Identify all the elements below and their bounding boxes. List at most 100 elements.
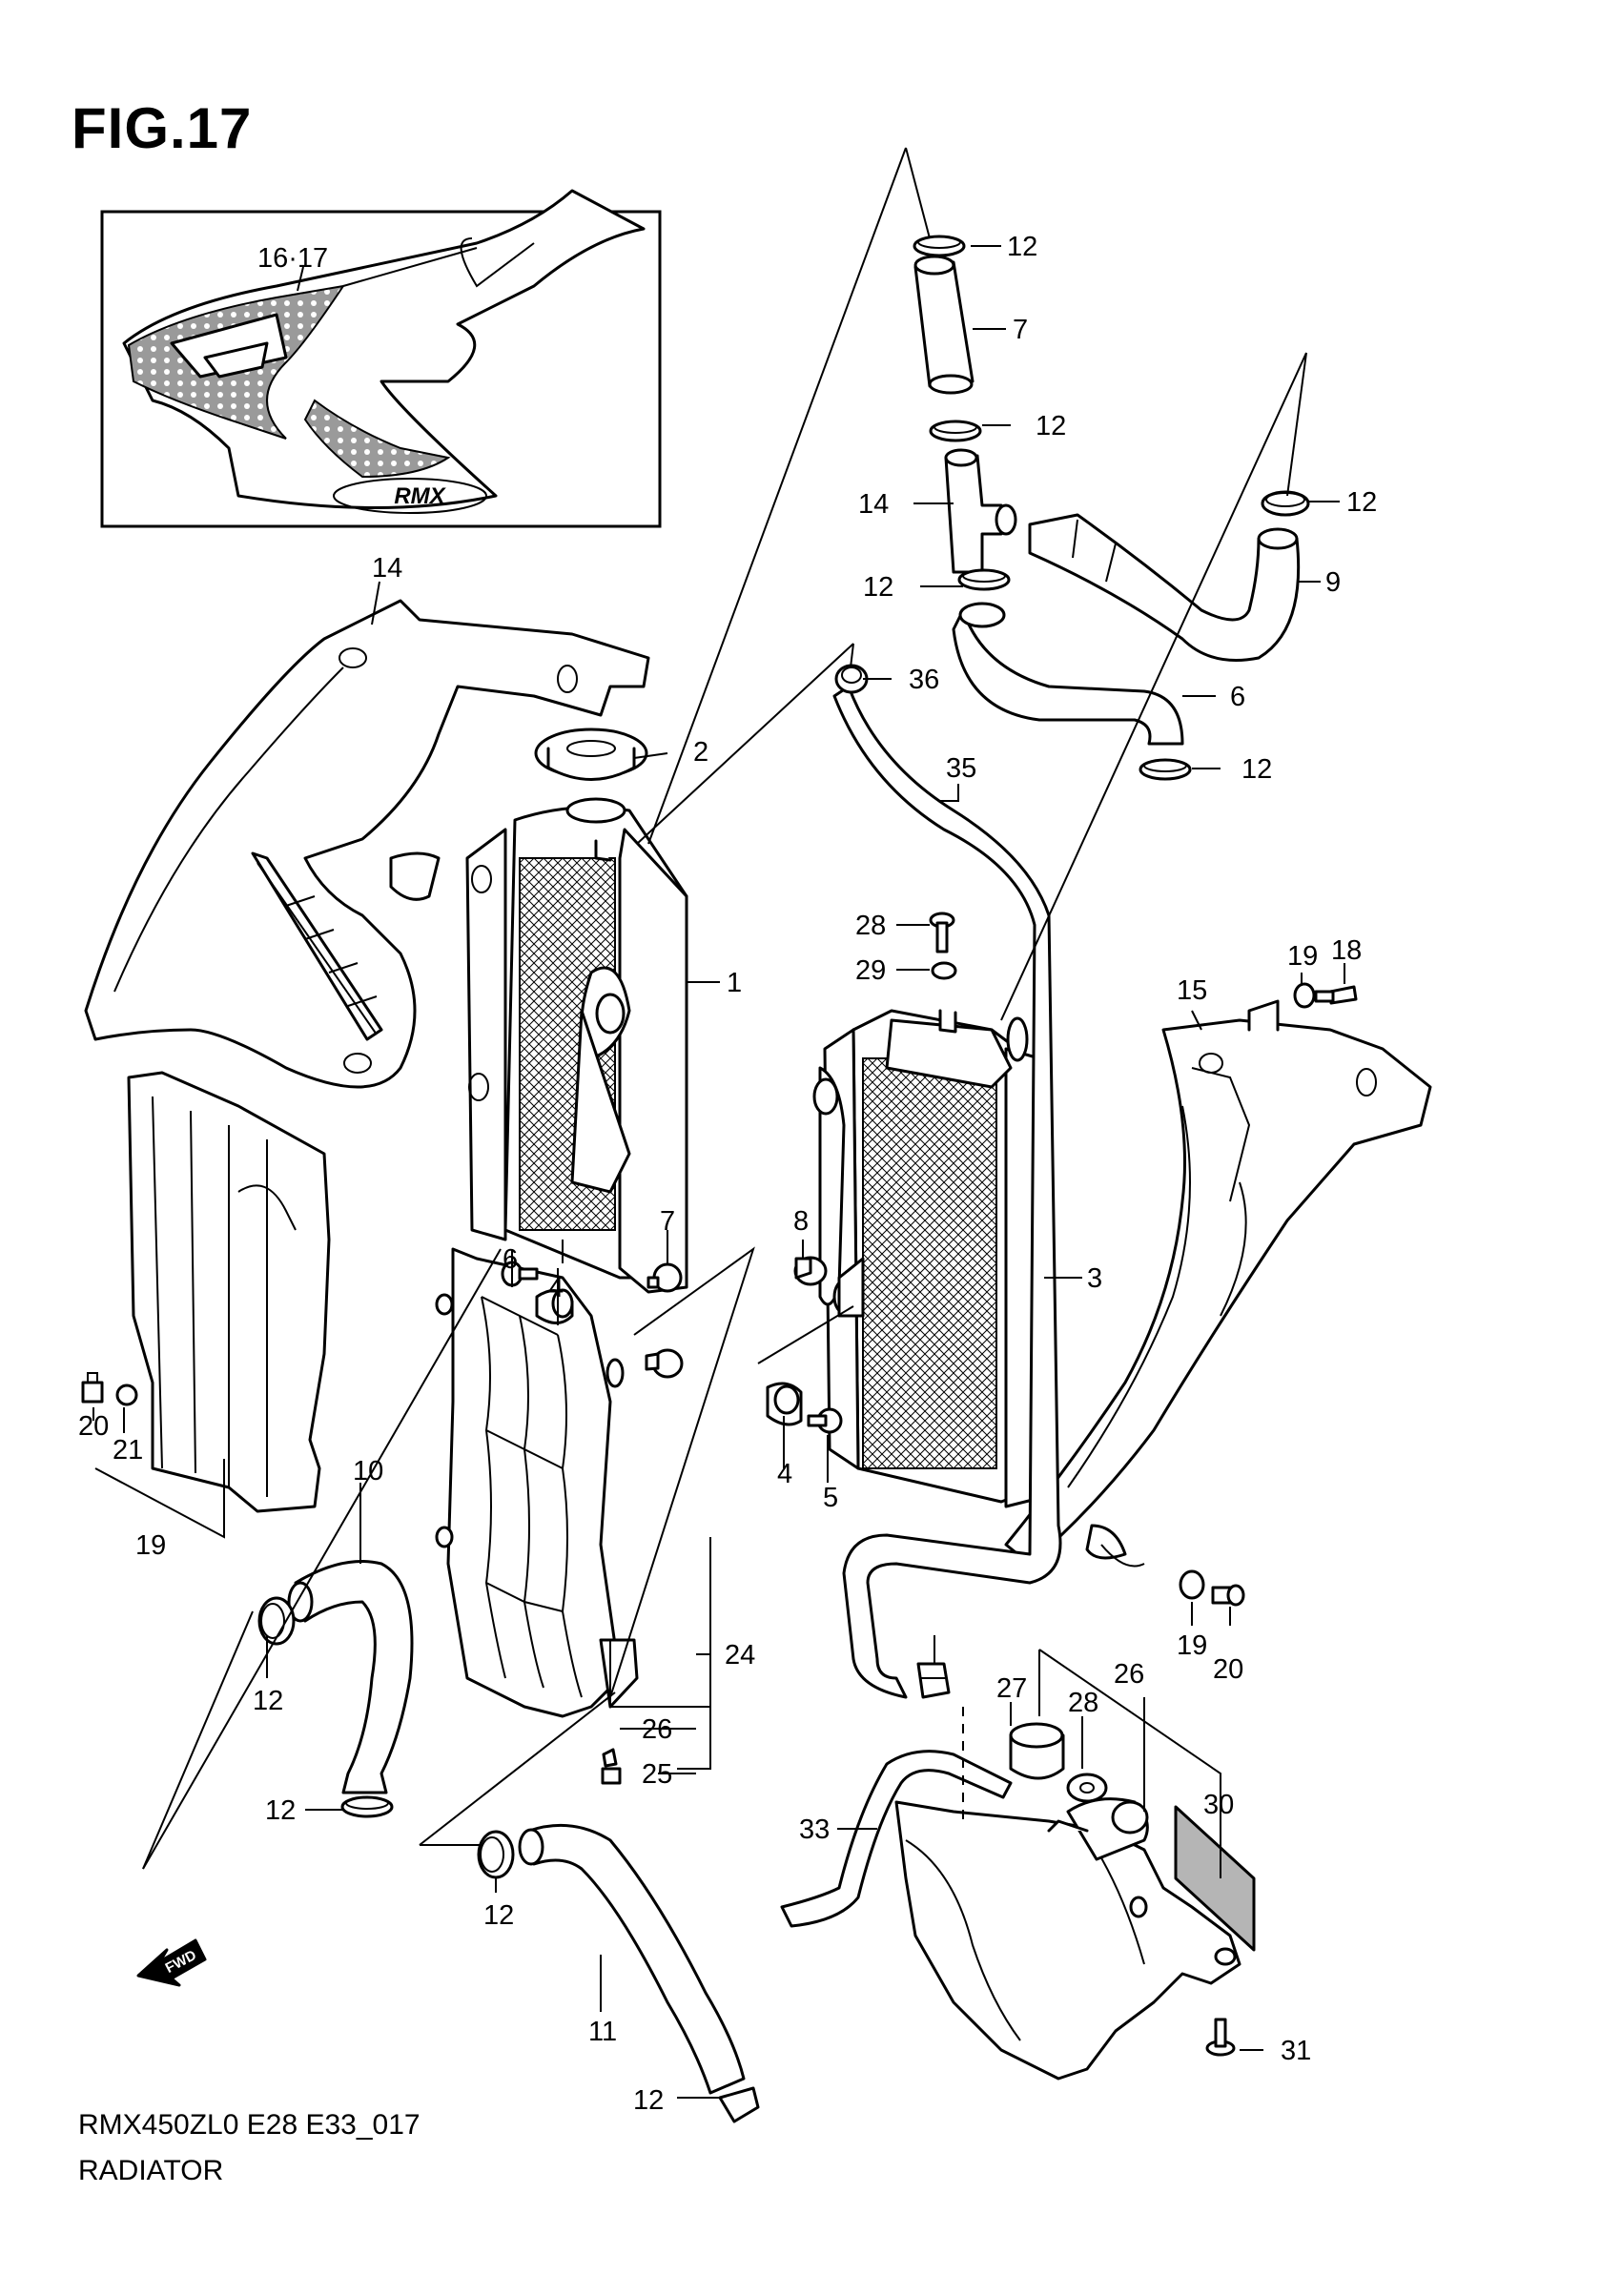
reservoir-tank [894,1797,1241,2081]
clamp-center [477,1830,515,1879]
callout: 14 [858,489,889,520]
right-radiator [812,1009,1046,1508]
callout: 36 [909,665,939,695]
clamp-left-1 [257,1596,296,1646]
figure-title: FIG.17 [72,96,253,160]
callout: 9 [1325,567,1341,598]
clamp-top-4 [1261,490,1310,517]
callout: 7 [1013,315,1028,345]
callout: 16·17 [257,243,328,274]
callout: 3 [1087,1263,1102,1294]
callout: 29 [855,955,886,986]
tank-cap [1009,1722,1065,1780]
figure-name: RADIATOR [78,2155,224,2186]
bolt-twentyseven [929,912,955,953]
callout: 25 [642,1759,672,1790]
hose-eleven [518,1823,746,2095]
tank-gasket [1066,1773,1108,1803]
nut-twentythree [115,1384,138,1406]
pin-twentysix [602,1748,618,1768]
collar-nineteen-bottom [1179,1569,1205,1600]
callout: 31 [1281,2036,1311,2066]
leader-lines [92,245,1345,2099]
callout: 6 [503,1244,518,1275]
callout: 1 [727,968,742,998]
callout: 12 [483,1900,514,1931]
callout: 26 [642,1714,672,1745]
decal-text: RMX [394,483,446,509]
hose-nine [1028,513,1301,662]
hose-thirtyfive [780,1750,1013,1928]
callout: 4 [548,1273,564,1303]
callout: 6 [1230,682,1245,712]
callout: 2 [693,737,708,768]
callout: 33 [799,1814,830,1845]
callout: 12 [863,572,893,603]
collar-six-right [793,1256,828,1286]
clip-twentyfive [601,1767,622,1785]
clamp-bottom [718,2086,760,2123]
decal-inset-box [100,210,662,528]
callout: 12 [633,2085,664,2116]
right-radiator-guard [435,1247,639,1718]
clip-twentytwo [81,1372,104,1404]
callout: 15 [1177,975,1207,1006]
tank-plate [1174,1805,1256,1952]
callout: 7 [660,1206,675,1237]
collar-six-left [646,1262,683,1293]
clamp-36-bottom [916,1662,951,1699]
clamp-36-top [834,664,869,694]
collar-six-mid [645,1348,684,1379]
callout: 14 [372,553,402,584]
callout: 12 [1007,232,1037,262]
callout: 19 [135,1530,166,1561]
callout: 26 [1114,1659,1144,1690]
shroud-decal [122,189,646,514]
hose-upper-short [913,255,975,395]
callout: 19 [1287,941,1318,972]
figure-code: RMX450ZL0 E28 E33_017 [78,2109,421,2141]
callout: 19 [1177,1630,1207,1661]
left-shroud [84,599,650,1089]
clamp-top-2 [929,420,982,442]
callout: 18 [1331,935,1362,966]
clamp-top-1 [913,235,966,257]
callout: 20 [1213,1654,1243,1685]
right-shroud [1004,999,1432,1568]
callout: 28 [1068,1688,1098,1718]
radiator-cap [534,728,648,781]
collar-nineteen-top [1293,982,1316,1009]
bolt-thirtythree [1205,2018,1236,2057]
callout-labels: 12 7 12 14 12 12 9 6 12 36 35 2 1 3 28 2… [78,232,1377,2116]
reference-lines [94,147,1307,1878]
callout: 21 [113,1435,143,1466]
washer-twentyeight [931,961,957,980]
clamp-left-2 [340,1795,394,1818]
callout: 5 [823,1483,838,1513]
clamp-top-3 [957,568,1011,591]
fwd-arrow-icon: FWD [136,1938,207,1987]
callout: 10 [353,1456,383,1486]
hose-eight [287,1560,414,1794]
bolt-twenty [1211,1584,1245,1607]
grommet-four-right [766,1382,803,1426]
clamp-top-5 [1139,758,1192,781]
callout: 28 [855,911,886,941]
hose-thirtyfour [832,685,1062,1699]
callout: 27 [996,1673,1027,1704]
callout: 8 [793,1206,809,1237]
callout: 12 [1036,411,1066,441]
callout: 24 [725,1640,755,1671]
left-radiator-guard [127,1071,331,1513]
callout: 12 [265,1795,296,1826]
collar-five-right [807,1407,843,1434]
callout: 30 [1203,1790,1234,1820]
hose-seven [952,602,1184,746]
callout: 35 [946,753,976,784]
callout: 20 [78,1411,109,1442]
callout: 12 [1346,487,1377,518]
t-joint [944,448,1017,574]
callout: 4 [777,1459,792,1489]
bolt-eighteen [1314,985,1358,1005]
